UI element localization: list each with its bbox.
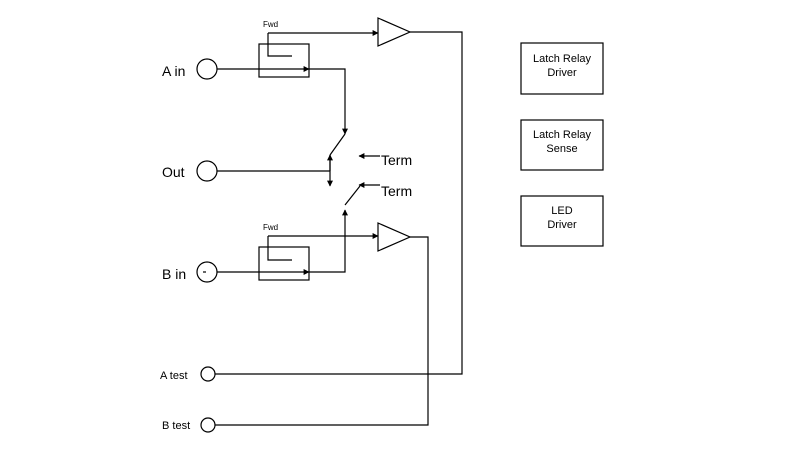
amplifier-b: [377, 222, 412, 252]
switch-upper-arm: [329, 133, 346, 156]
coupler-b: Fwd: [258, 223, 310, 281]
connector-out[interactable]: [196, 160, 218, 182]
block-led-driver-box: [520, 195, 604, 247]
wire-coupler-a-to-switch: [309, 68, 348, 135]
block-latch-relay-sense-line2: Sense: [546, 143, 577, 155]
block-latch-relay-sense-box: [520, 119, 604, 171]
connector-a-in[interactable]: [196, 58, 218, 80]
wire-coupler-b-to-switch: [309, 209, 348, 273]
wire-amp-a-to-a-test: [215, 31, 463, 375]
switch-lower-arm: [344, 185, 361, 206]
block-latch-relay-driver-box: [520, 42, 604, 95]
block-led-driver: LED Driver: [520, 195, 604, 247]
port-label-out: Out: [162, 164, 185, 180]
term-lower-label: Term: [381, 183, 412, 199]
block-led-driver-line2: Driver: [547, 219, 577, 231]
port-label-b-in: B in: [162, 266, 186, 282]
amplifier-a: [377, 17, 412, 47]
connector-b-in[interactable]: [196, 261, 218, 283]
coupler-a-label: Fwd: [263, 20, 278, 29]
relay-switch: [327, 133, 361, 206]
wire-amp-b-to-b-test: [215, 236, 429, 426]
block-latch-relay-sense-line1: Latch Relay: [533, 129, 592, 141]
connector-b-test[interactable]: [200, 417, 216, 433]
coupler-b-body: [258, 246, 310, 281]
term-upper-label: Term: [381, 152, 412, 168]
coupler-a-body: [258, 43, 310, 78]
block-latch-relay-driver-line2: Driver: [547, 67, 577, 79]
block-latch-relay-driver-line1: Latch Relay: [533, 53, 592, 65]
coupler-a: Fwd: [258, 20, 310, 78]
block-led-driver-line1: LED: [551, 205, 572, 217]
coupler-a-loop: [267, 33, 292, 57]
connector-a-test[interactable]: [200, 366, 216, 382]
port-label-a-in: A in: [162, 63, 185, 79]
port-label-a-test: A test: [160, 370, 188, 382]
block-latch-relay-driver: Latch Relay Driver: [520, 42, 604, 95]
coupler-b-label: Fwd: [263, 223, 278, 232]
block-latch-relay-sense: Latch Relay Sense: [520, 119, 604, 171]
coupler-b-loop: [267, 236, 292, 261]
port-label-b-test: B test: [162, 420, 190, 432]
